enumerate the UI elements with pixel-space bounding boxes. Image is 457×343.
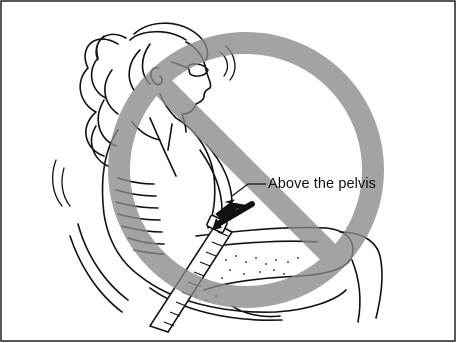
callout-label-above-pelvis: Above the pelvis [268, 176, 376, 192]
